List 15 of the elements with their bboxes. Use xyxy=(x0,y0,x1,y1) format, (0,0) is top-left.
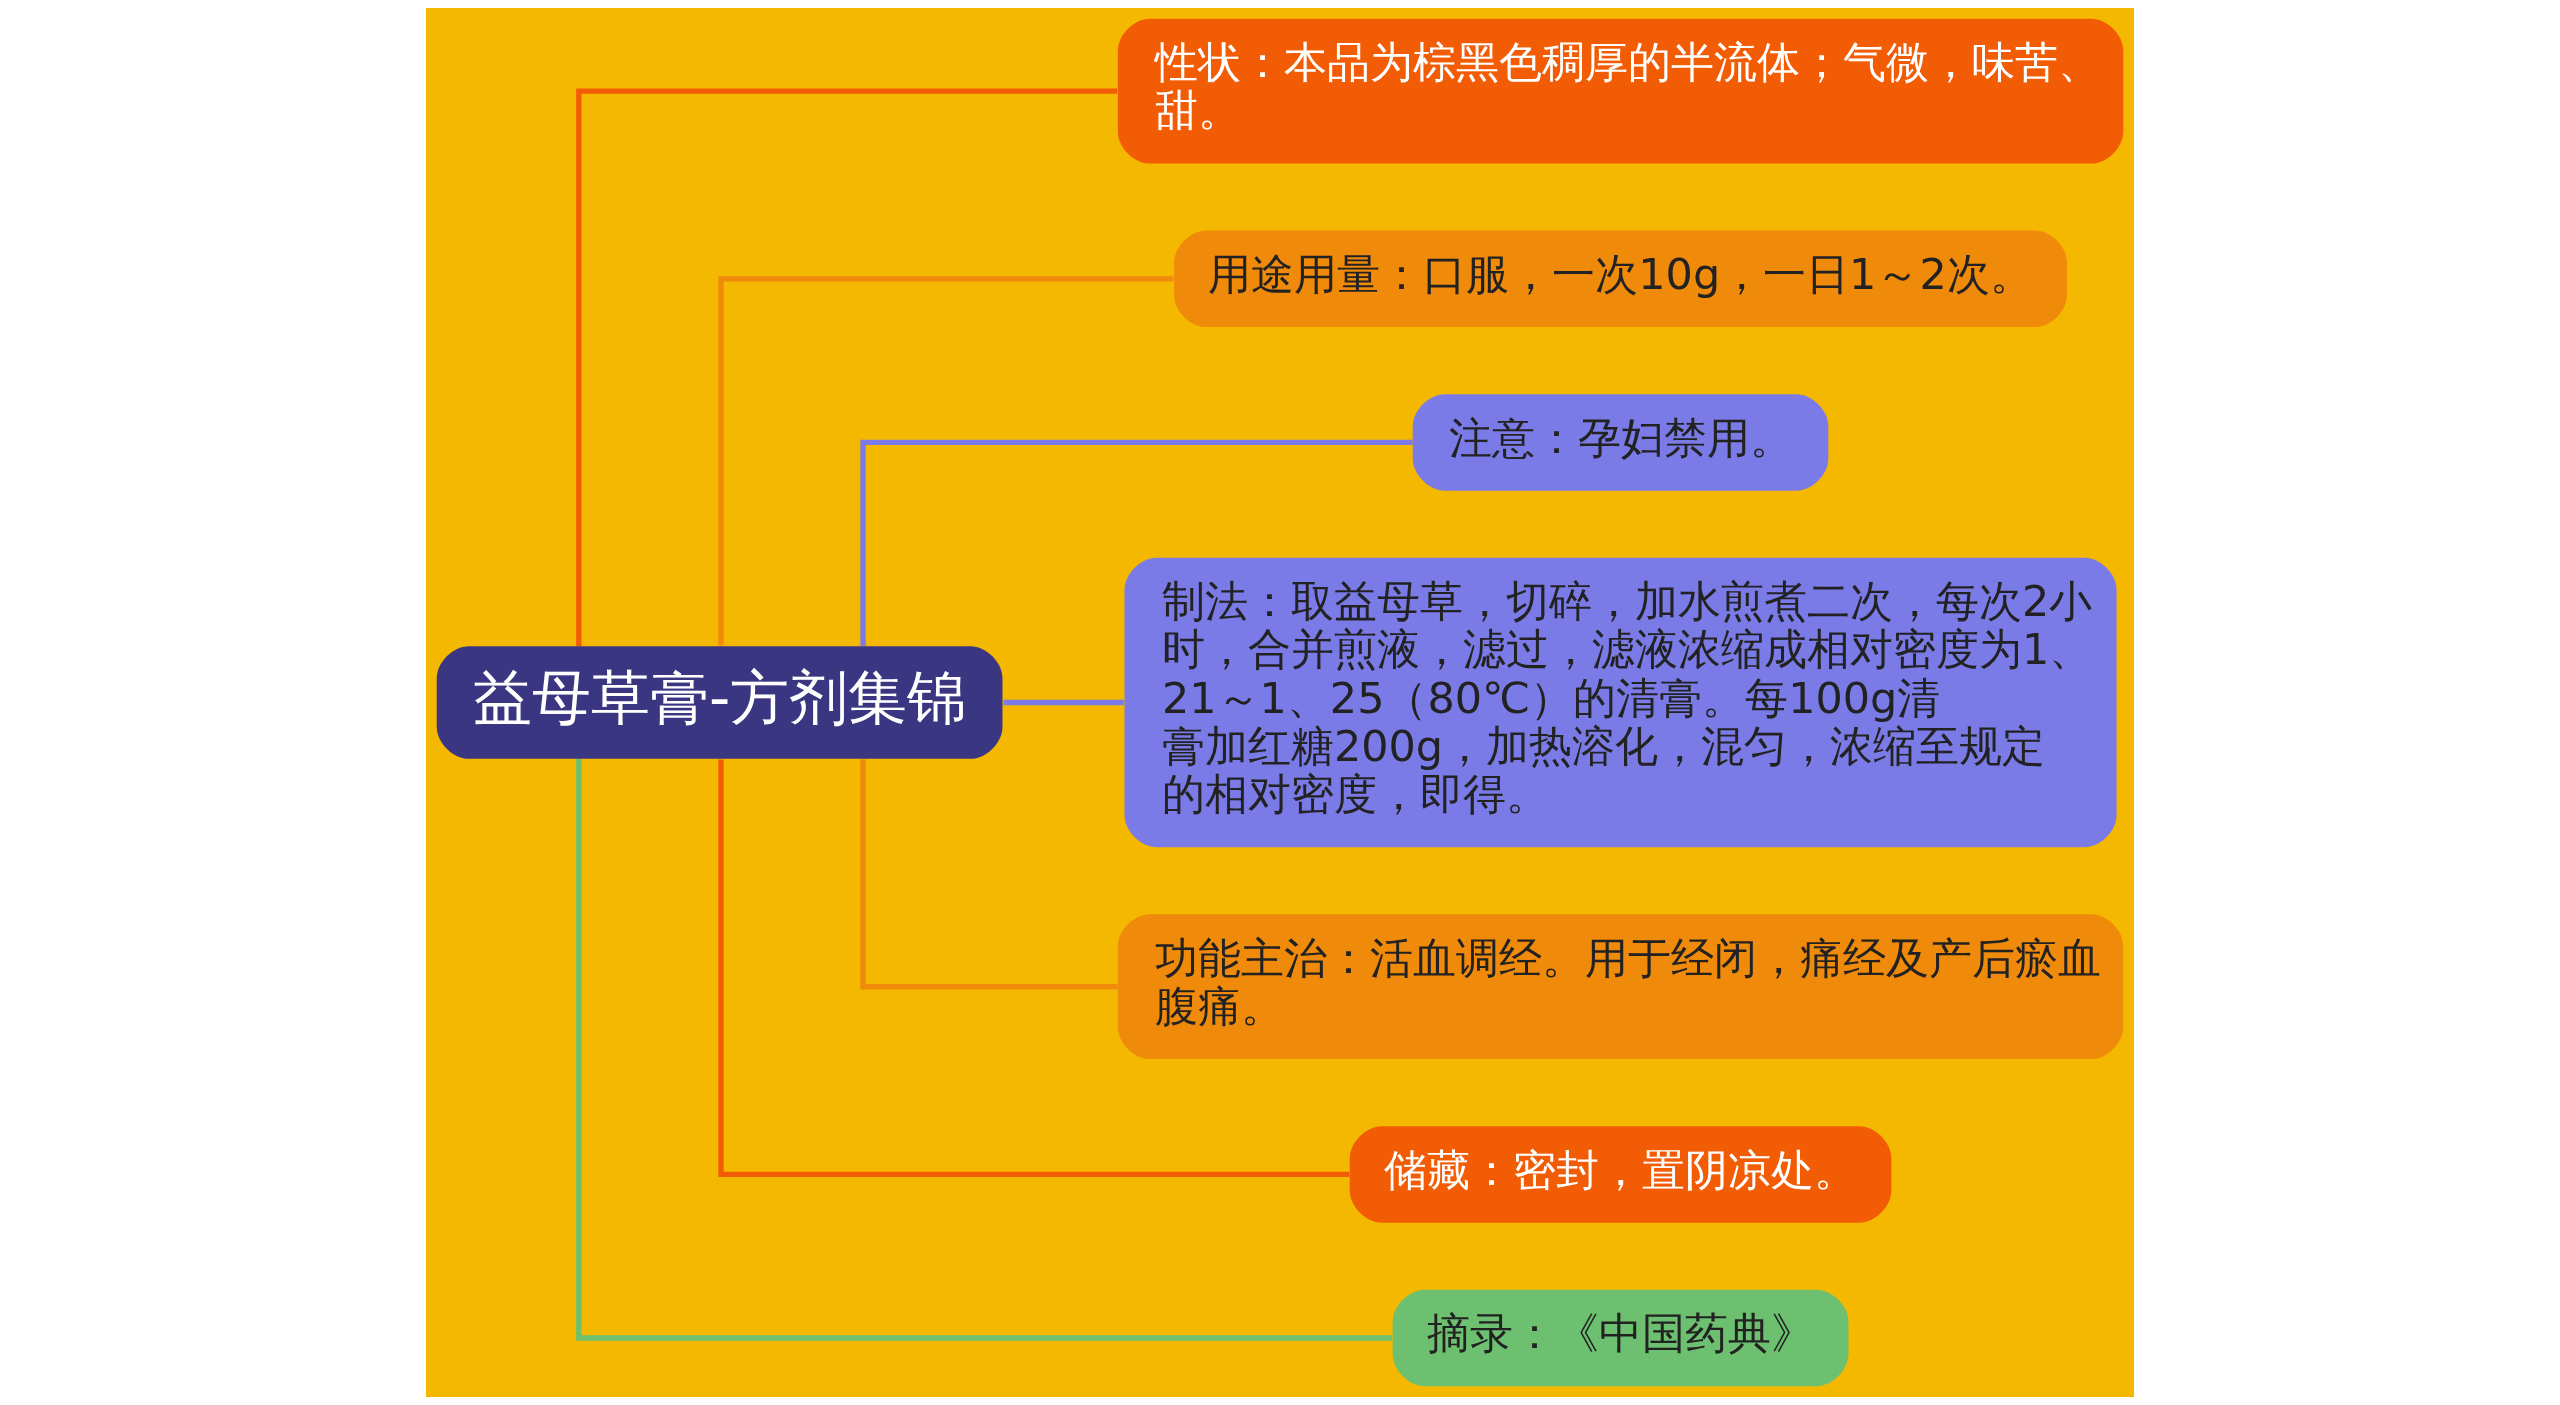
node-box: 功能主治：活血调经。用于经闭，痛经及产后瘀血腹痛。 xyxy=(1117,914,2124,1060)
connector xyxy=(860,439,1413,647)
connector xyxy=(576,88,1118,647)
connector xyxy=(718,276,1174,646)
node-box: 储藏：密封，置阴凉处。 xyxy=(1349,1126,1892,1223)
node-box: 制法：取益母草，切碎，加水煎煮二次，每次2小时，合并煎液，滤过，滤液浓缩成相对密度为1、21～1、25（80℃）的清膏。每100g清膏加红糖200g，加热溶化，混匀，浓缩至规定的相对密度，即得。 xyxy=(1124,557,2117,848)
node-box: 性状：本品为棕黑色稠厚的半流体；气微，味苦、甜。 xyxy=(1117,18,2124,164)
node-box: 注意：孕妇禁用。 xyxy=(1412,394,1829,491)
connector xyxy=(576,758,1392,1341)
node-box: 用途用量：口服，一次10g，一日1～2次。 xyxy=(1174,230,2067,328)
connector xyxy=(718,759,1350,1178)
node-box: 摘录：《中国药典》 xyxy=(1392,1289,1849,1387)
node-box: 益母草膏-方剂集锦 xyxy=(436,646,1003,759)
connector xyxy=(860,759,1118,990)
connector xyxy=(1003,699,1124,706)
